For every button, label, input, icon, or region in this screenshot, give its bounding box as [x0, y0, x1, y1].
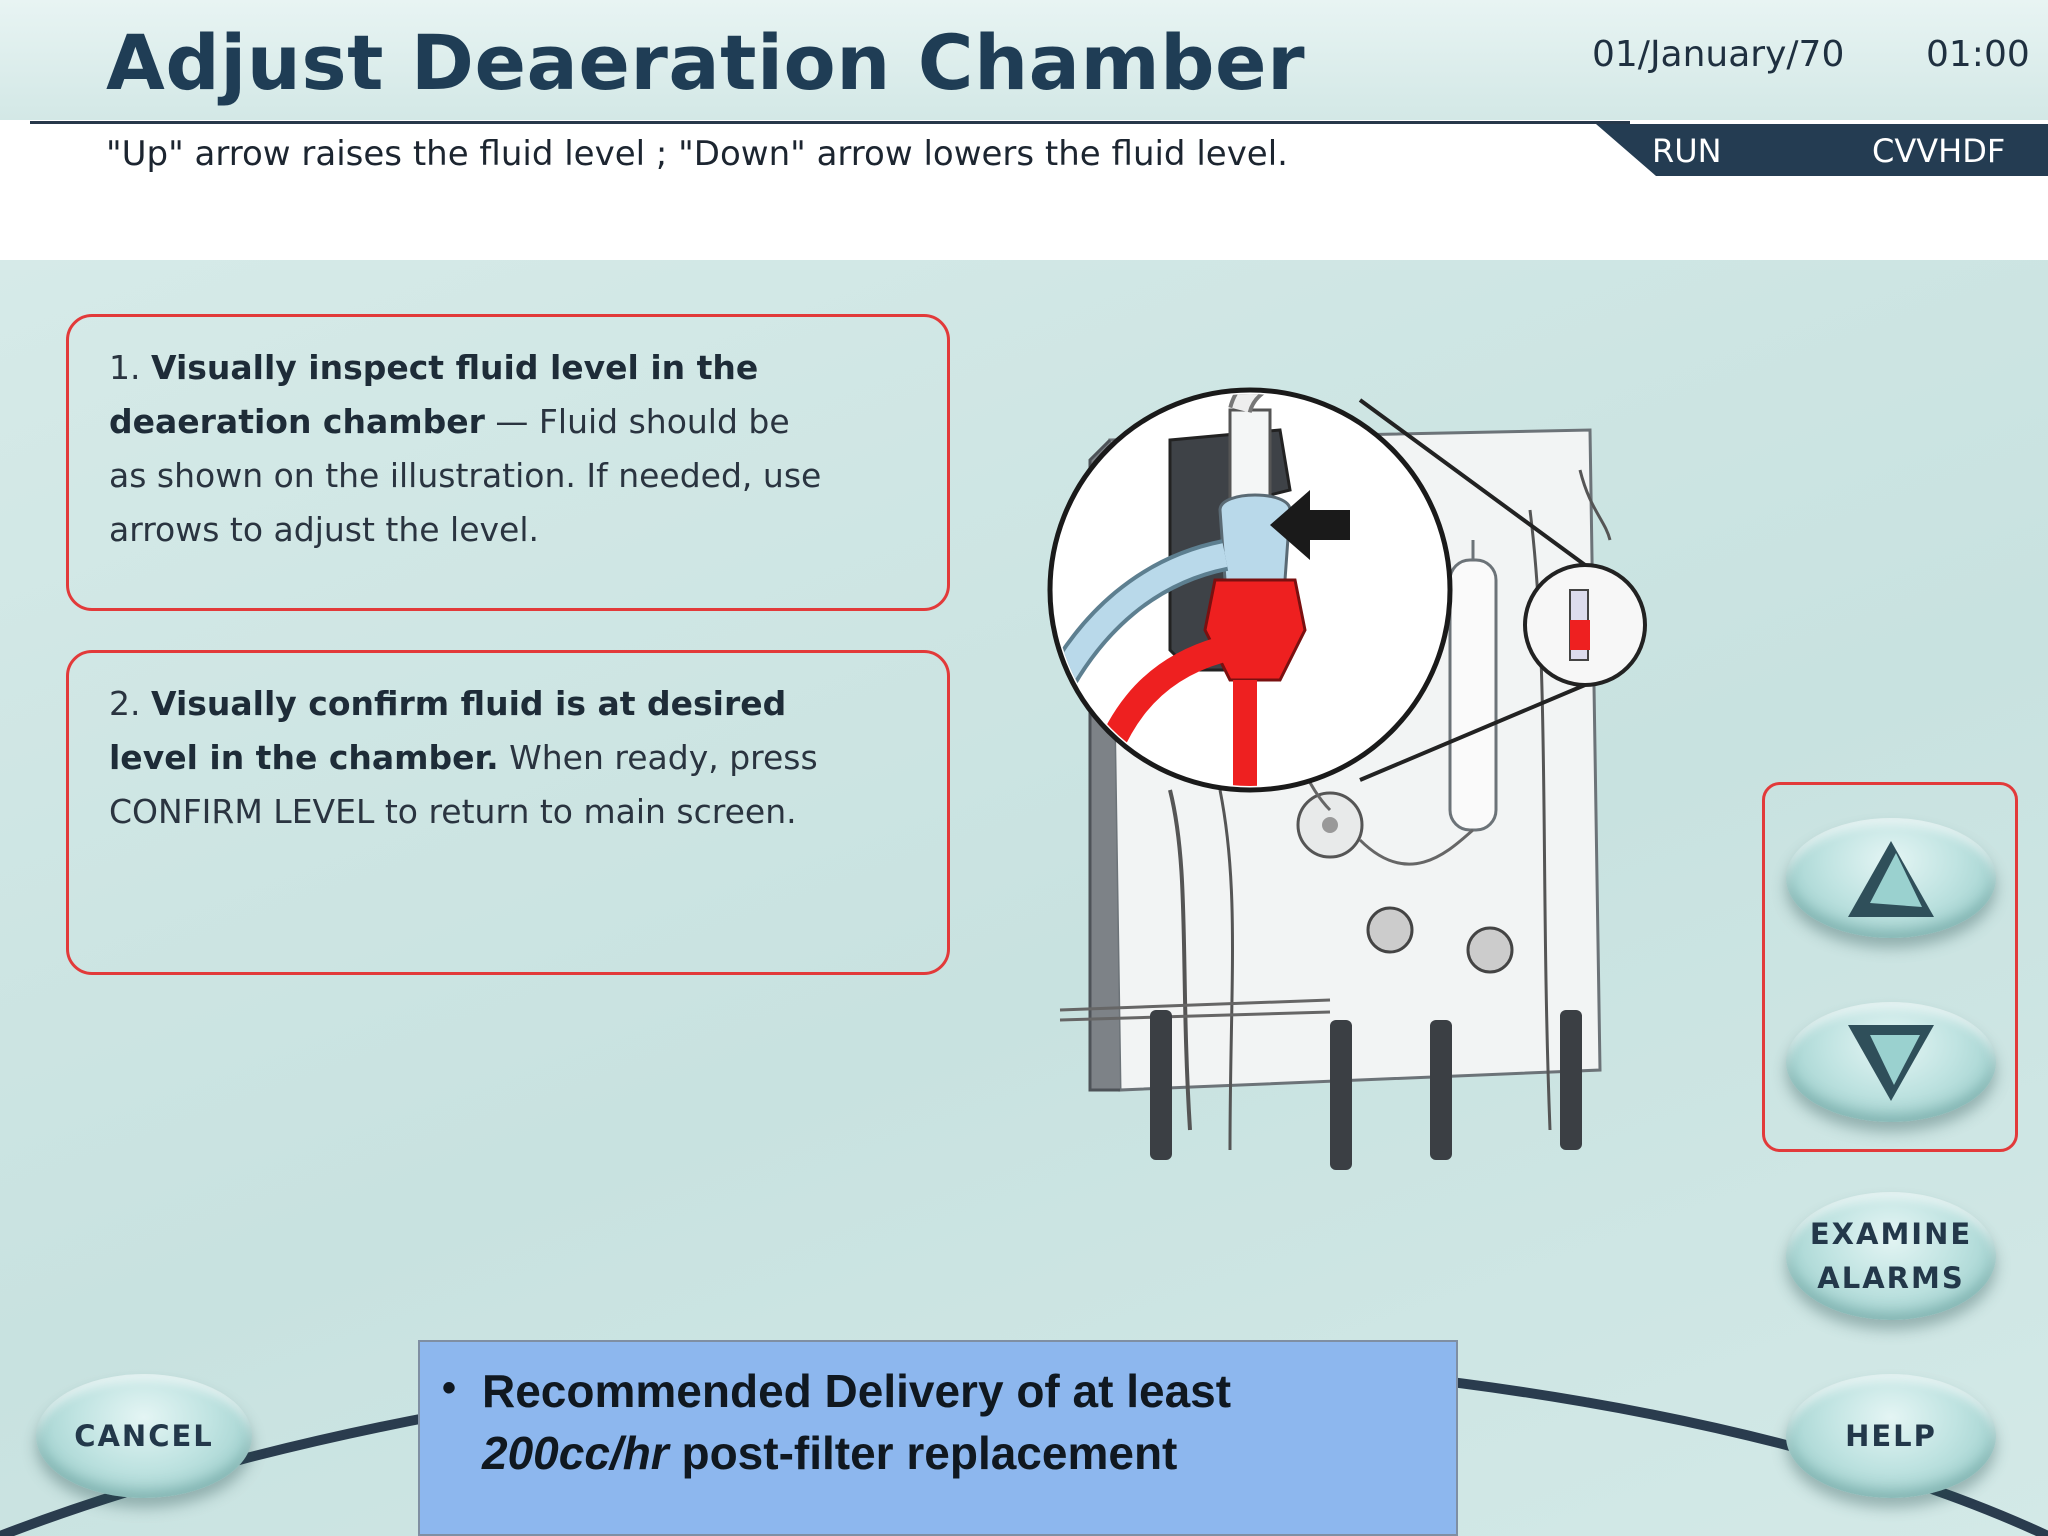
help-label: HELP — [1845, 1419, 1937, 1453]
level-arrows-frame — [1762, 782, 2018, 1152]
machine-illustration — [1047, 387, 1647, 1170]
step-1-heading: Visually inspect fluid level in the deae… — [109, 348, 759, 441]
callout-bullet: • — [442, 1366, 457, 1410]
mode-status: RUN — [1652, 132, 1722, 170]
step-1-number: 1. — [109, 348, 141, 387]
step-1-detail: — Fluid should be as shown on the illust… — [109, 402, 822, 549]
step-2-text: 2. Visually confirm fluid is at desired … — [109, 677, 829, 839]
callout-rate: 200cc/hr — [482, 1427, 669, 1479]
status-bar — [1596, 124, 2048, 176]
callout-text-post: post-filter replacement — [668, 1427, 1178, 1479]
raise-level-button[interactable] — [1786, 818, 1996, 938]
page-title: Adjust Deaeration Chamber — [106, 18, 1306, 107]
header-band — [0, 0, 2048, 120]
cancel-button[interactable]: CANCEL — [36, 1374, 252, 1498]
step-1-box: 1. Visually inspect fluid level in the d… — [66, 314, 950, 611]
cancel-label: CANCEL — [74, 1419, 214, 1453]
therapy-status: CVVHDF — [1872, 132, 2006, 170]
step-2-detail: When ready, press CONFIRM LEVEL to retur… — [109, 738, 818, 831]
examine-alarms-label: EXAMINE ALARMS — [1809, 1217, 1973, 1295]
step-2-heading: Visually confirm fluid is at desired lev… — [109, 684, 787, 777]
up-arrow-icon — [1848, 841, 1934, 917]
help-button[interactable]: HELP — [1786, 1374, 1996, 1498]
recommendation-callout: • Recommended Delivery of at least 200cc… — [418, 1340, 1458, 1536]
date-display: 01/January/70 — [1592, 34, 1845, 75]
step-2-box: 2. Visually confirm fluid is at desired … — [66, 650, 950, 975]
header-divider — [30, 121, 1630, 124]
lower-level-button[interactable] — [1786, 1002, 1996, 1122]
step-1-text: 1. Visually inspect fluid level in the d… — [109, 341, 829, 557]
examine-alarms-button[interactable]: EXAMINE ALARMS — [1786, 1192, 1996, 1320]
instruction-text: "Up" arrow raises the fluid level ; "Dow… — [106, 134, 1288, 174]
time-display: 01:00 — [1926, 34, 2030, 75]
down-arrow-icon — [1848, 1025, 1934, 1101]
callout-text-pre: Recommended Delivery of at least — [482, 1365, 1232, 1417]
step-2-number: 2. — [109, 684, 141, 723]
callout-text: Recommended Delivery of at least 200cc/h… — [482, 1360, 1422, 1484]
